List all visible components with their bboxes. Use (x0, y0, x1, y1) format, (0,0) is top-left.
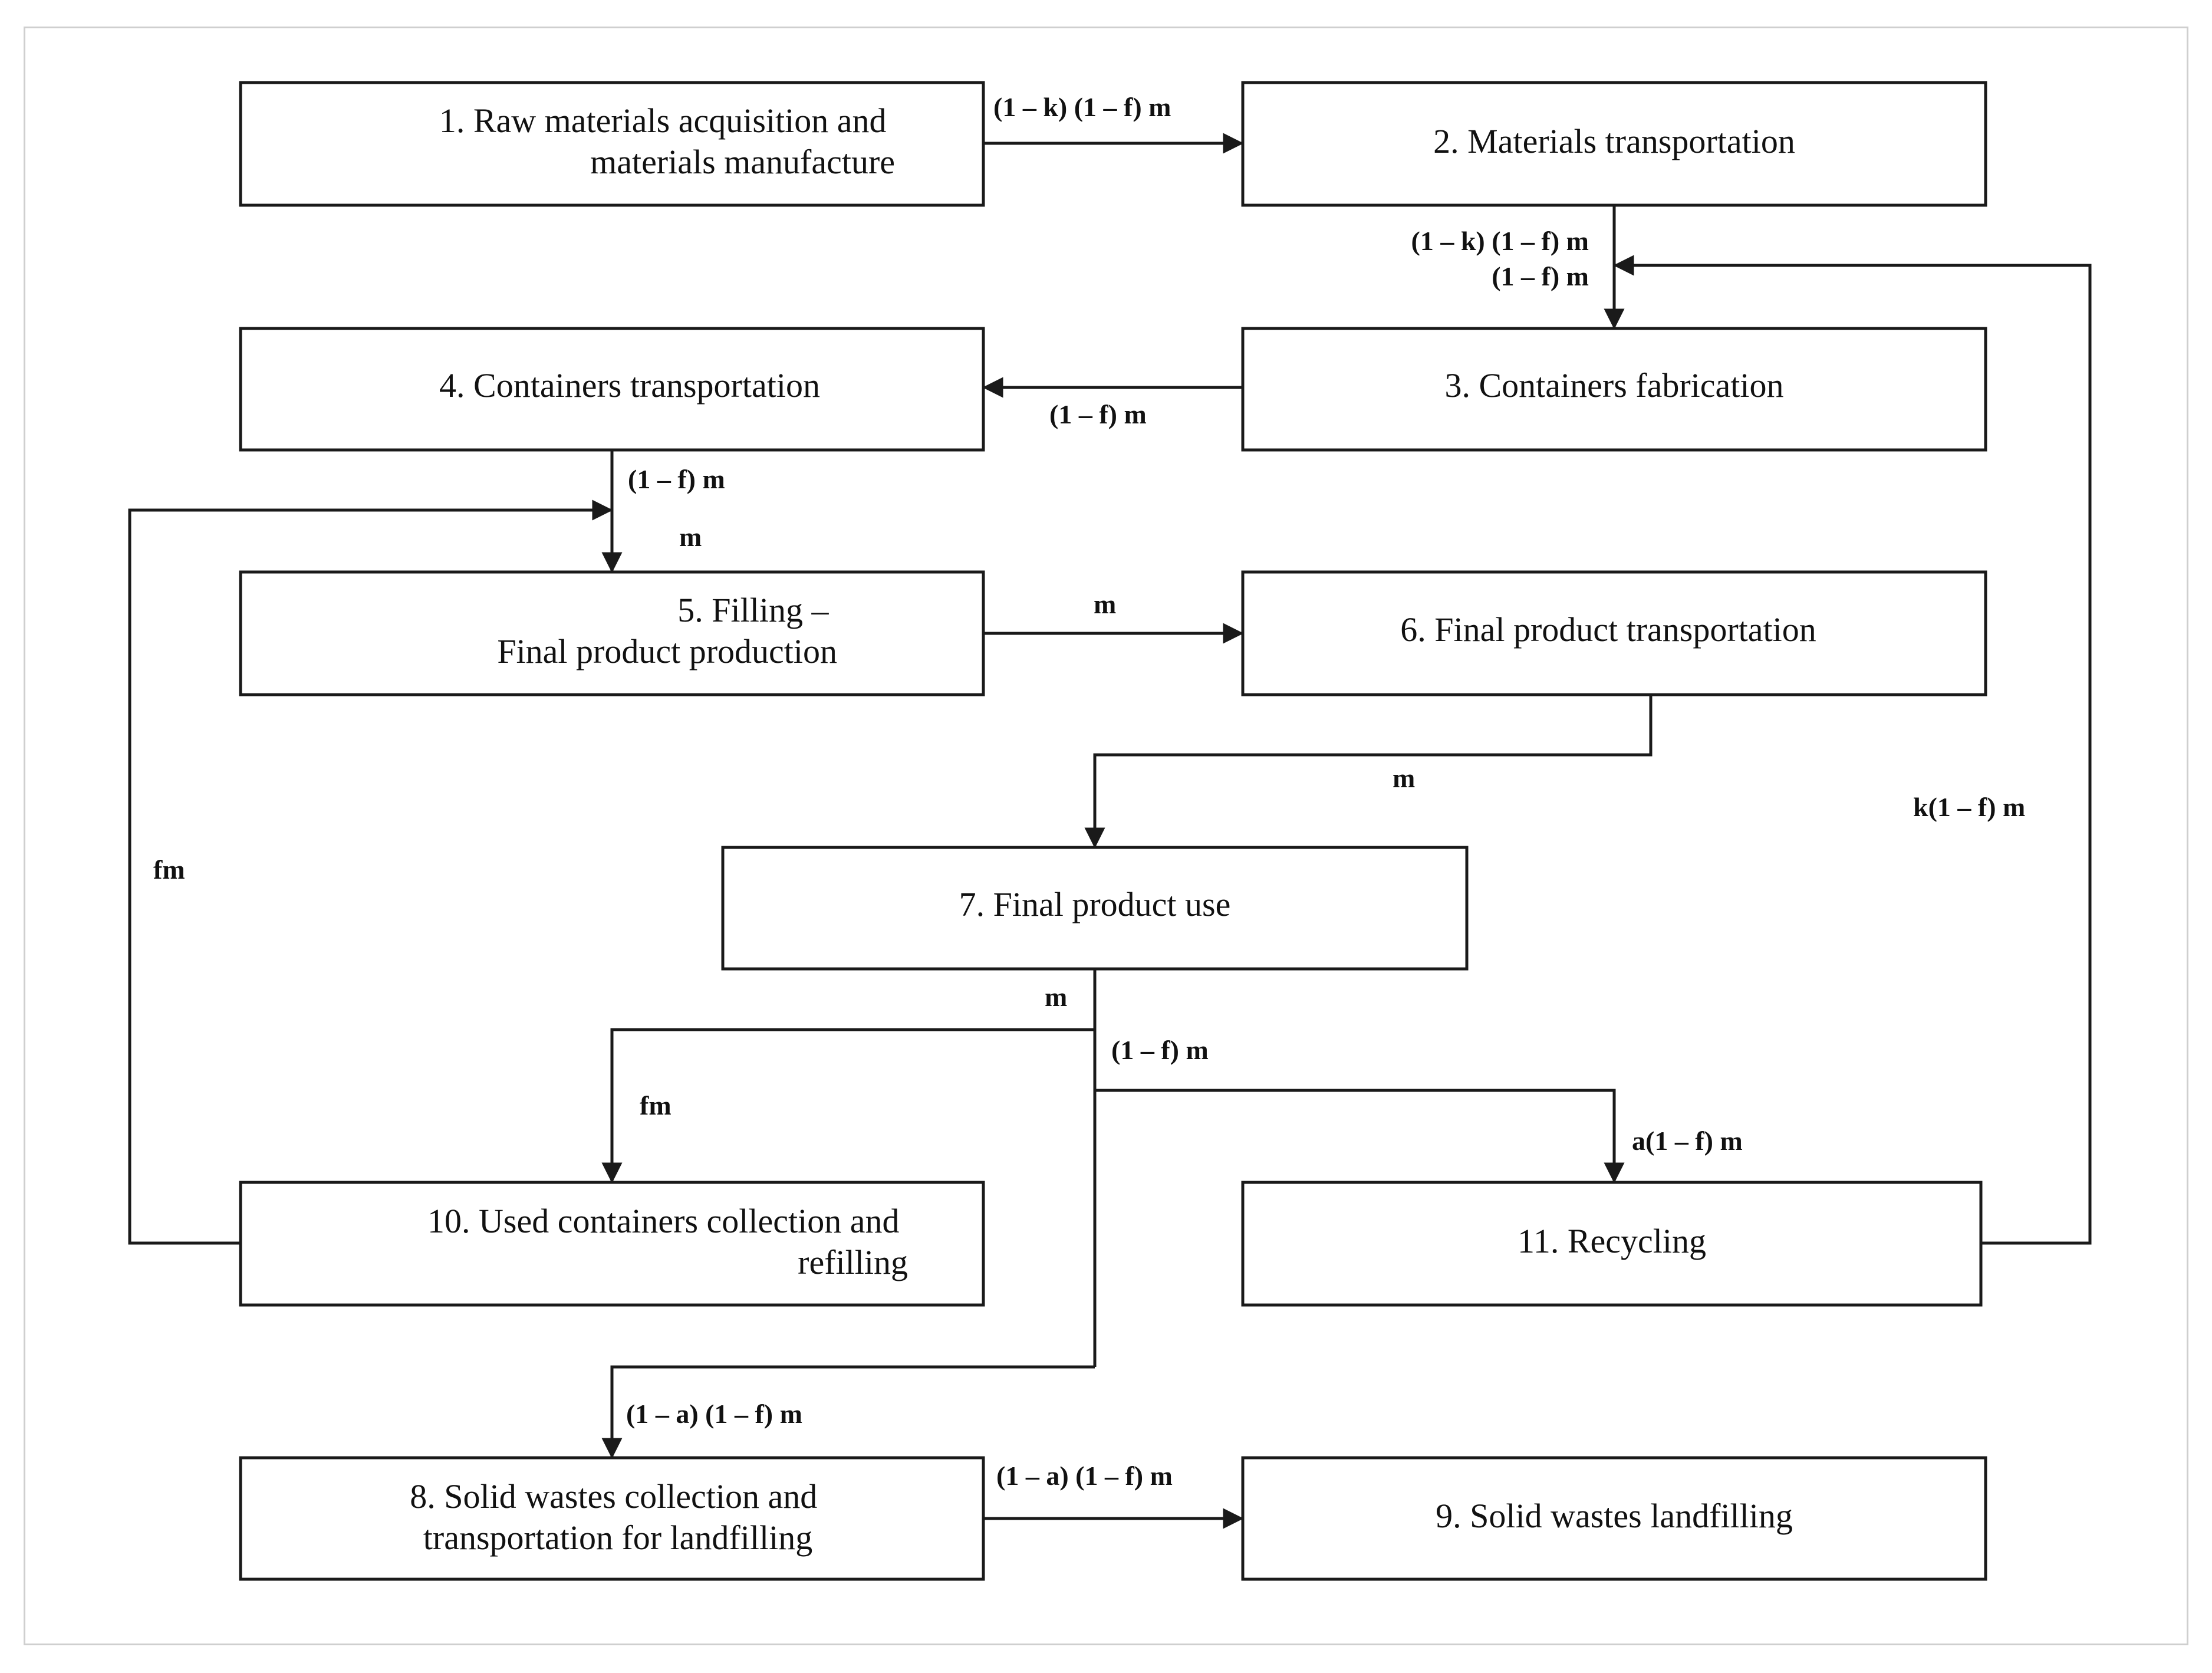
arrow-7-to-11 (1095, 1089, 1625, 1184)
label-flow-11-3-loop: k(1 – f) m (1913, 792, 2025, 822)
box-filling-text: 5. Filling – Final product production (497, 591, 837, 670)
label-flow-7-out: m (1045, 982, 1067, 1012)
label-flow-11-3: (1 – f) m (1492, 261, 1589, 291)
label-flow-8-9: (1 – a) (1 – f) m (996, 1461, 1173, 1491)
box-raw-materials: 1. Raw materials acquisition and materia… (239, 81, 985, 207)
label-flow-10-5: fm (153, 854, 185, 885)
label-flow-7-8: (1 – a) (1 – f) m (626, 1399, 802, 1429)
box-solid-wastes-landfilling: 9. Solid wastes landfilling (1241, 1456, 1987, 1581)
arrow-6-to-7 (1084, 695, 1653, 849)
box-materials-transportation: 2. Materials transportation (1241, 81, 1987, 207)
box-recycling: 11. Recycling (1241, 1181, 1983, 1307)
box-materials-transportation-text: 2. Materials transportation (1433, 122, 1795, 160)
label-flow-5-6: m (1094, 589, 1116, 619)
label-flow-7-split: (1 – f) m (1111, 1035, 1209, 1065)
box-containers-transportation: 4. Containers transportation (239, 327, 985, 452)
box-solid-wastes-landfilling-text: 9. Solid wastes landfilling (1436, 1497, 1793, 1535)
box-final-product-use-text: 7. Final product use (959, 885, 1231, 923)
box-used-containers-text: 10. Used containers collection and refil… (427, 1202, 908, 1281)
arrow-7-to-10 (601, 1028, 1095, 1184)
label-flow-5-in: m (679, 522, 702, 552)
label-flow-6-7: m (1393, 763, 1415, 793)
label-flow-7-11: a(1 – f) m (1632, 1126, 1743, 1156)
box-final-product-transportation-text: 6. Final product transportation (1400, 610, 1816, 649)
box-final-product-transportation: 6. Final product transportation (1241, 570, 1987, 696)
box-solid-wastes-collection-text: 8. Solid wastes collection and transport… (410, 1477, 826, 1557)
box-containers-fabrication-text: 3. Containers fabrication (1445, 366, 1784, 405)
box-recycling-text: 11. Recycling (1518, 1222, 1706, 1260)
box-containers-fabrication: 3. Containers fabrication (1241, 327, 1987, 452)
arrow-10-to-5 (128, 499, 613, 1245)
box-raw-materials-text: 1. Raw materials acquisition and materia… (439, 101, 895, 181)
arrow-7-to-8 (601, 1365, 1095, 1459)
label-flow-2-3: (1 – k) (1 – f) m (1411, 226, 1589, 256)
box-filling: 5. Filling – Final product production (239, 570, 985, 696)
box-solid-wastes-collection: 8. Solid wastes collection and transport… (239, 1456, 985, 1581)
arrow-11-to-3 (1613, 255, 2092, 1245)
label-flow-1-2: (1 – k) (1 – f) m (993, 92, 1171, 122)
box-final-product-use: 7. Final product use (721, 846, 1469, 971)
label-flow-3-4: (1 – f) m (1049, 399, 1147, 429)
label-flow-7-10: fm (640, 1090, 672, 1120)
label-flow-4-5: (1 – f) m (628, 464, 725, 494)
box-used-containers: 10. Used containers collection and refil… (239, 1181, 985, 1307)
box-containers-transportation-text: 4. Containers transportation (439, 366, 820, 405)
diagram-frame (24, 27, 2188, 1645)
